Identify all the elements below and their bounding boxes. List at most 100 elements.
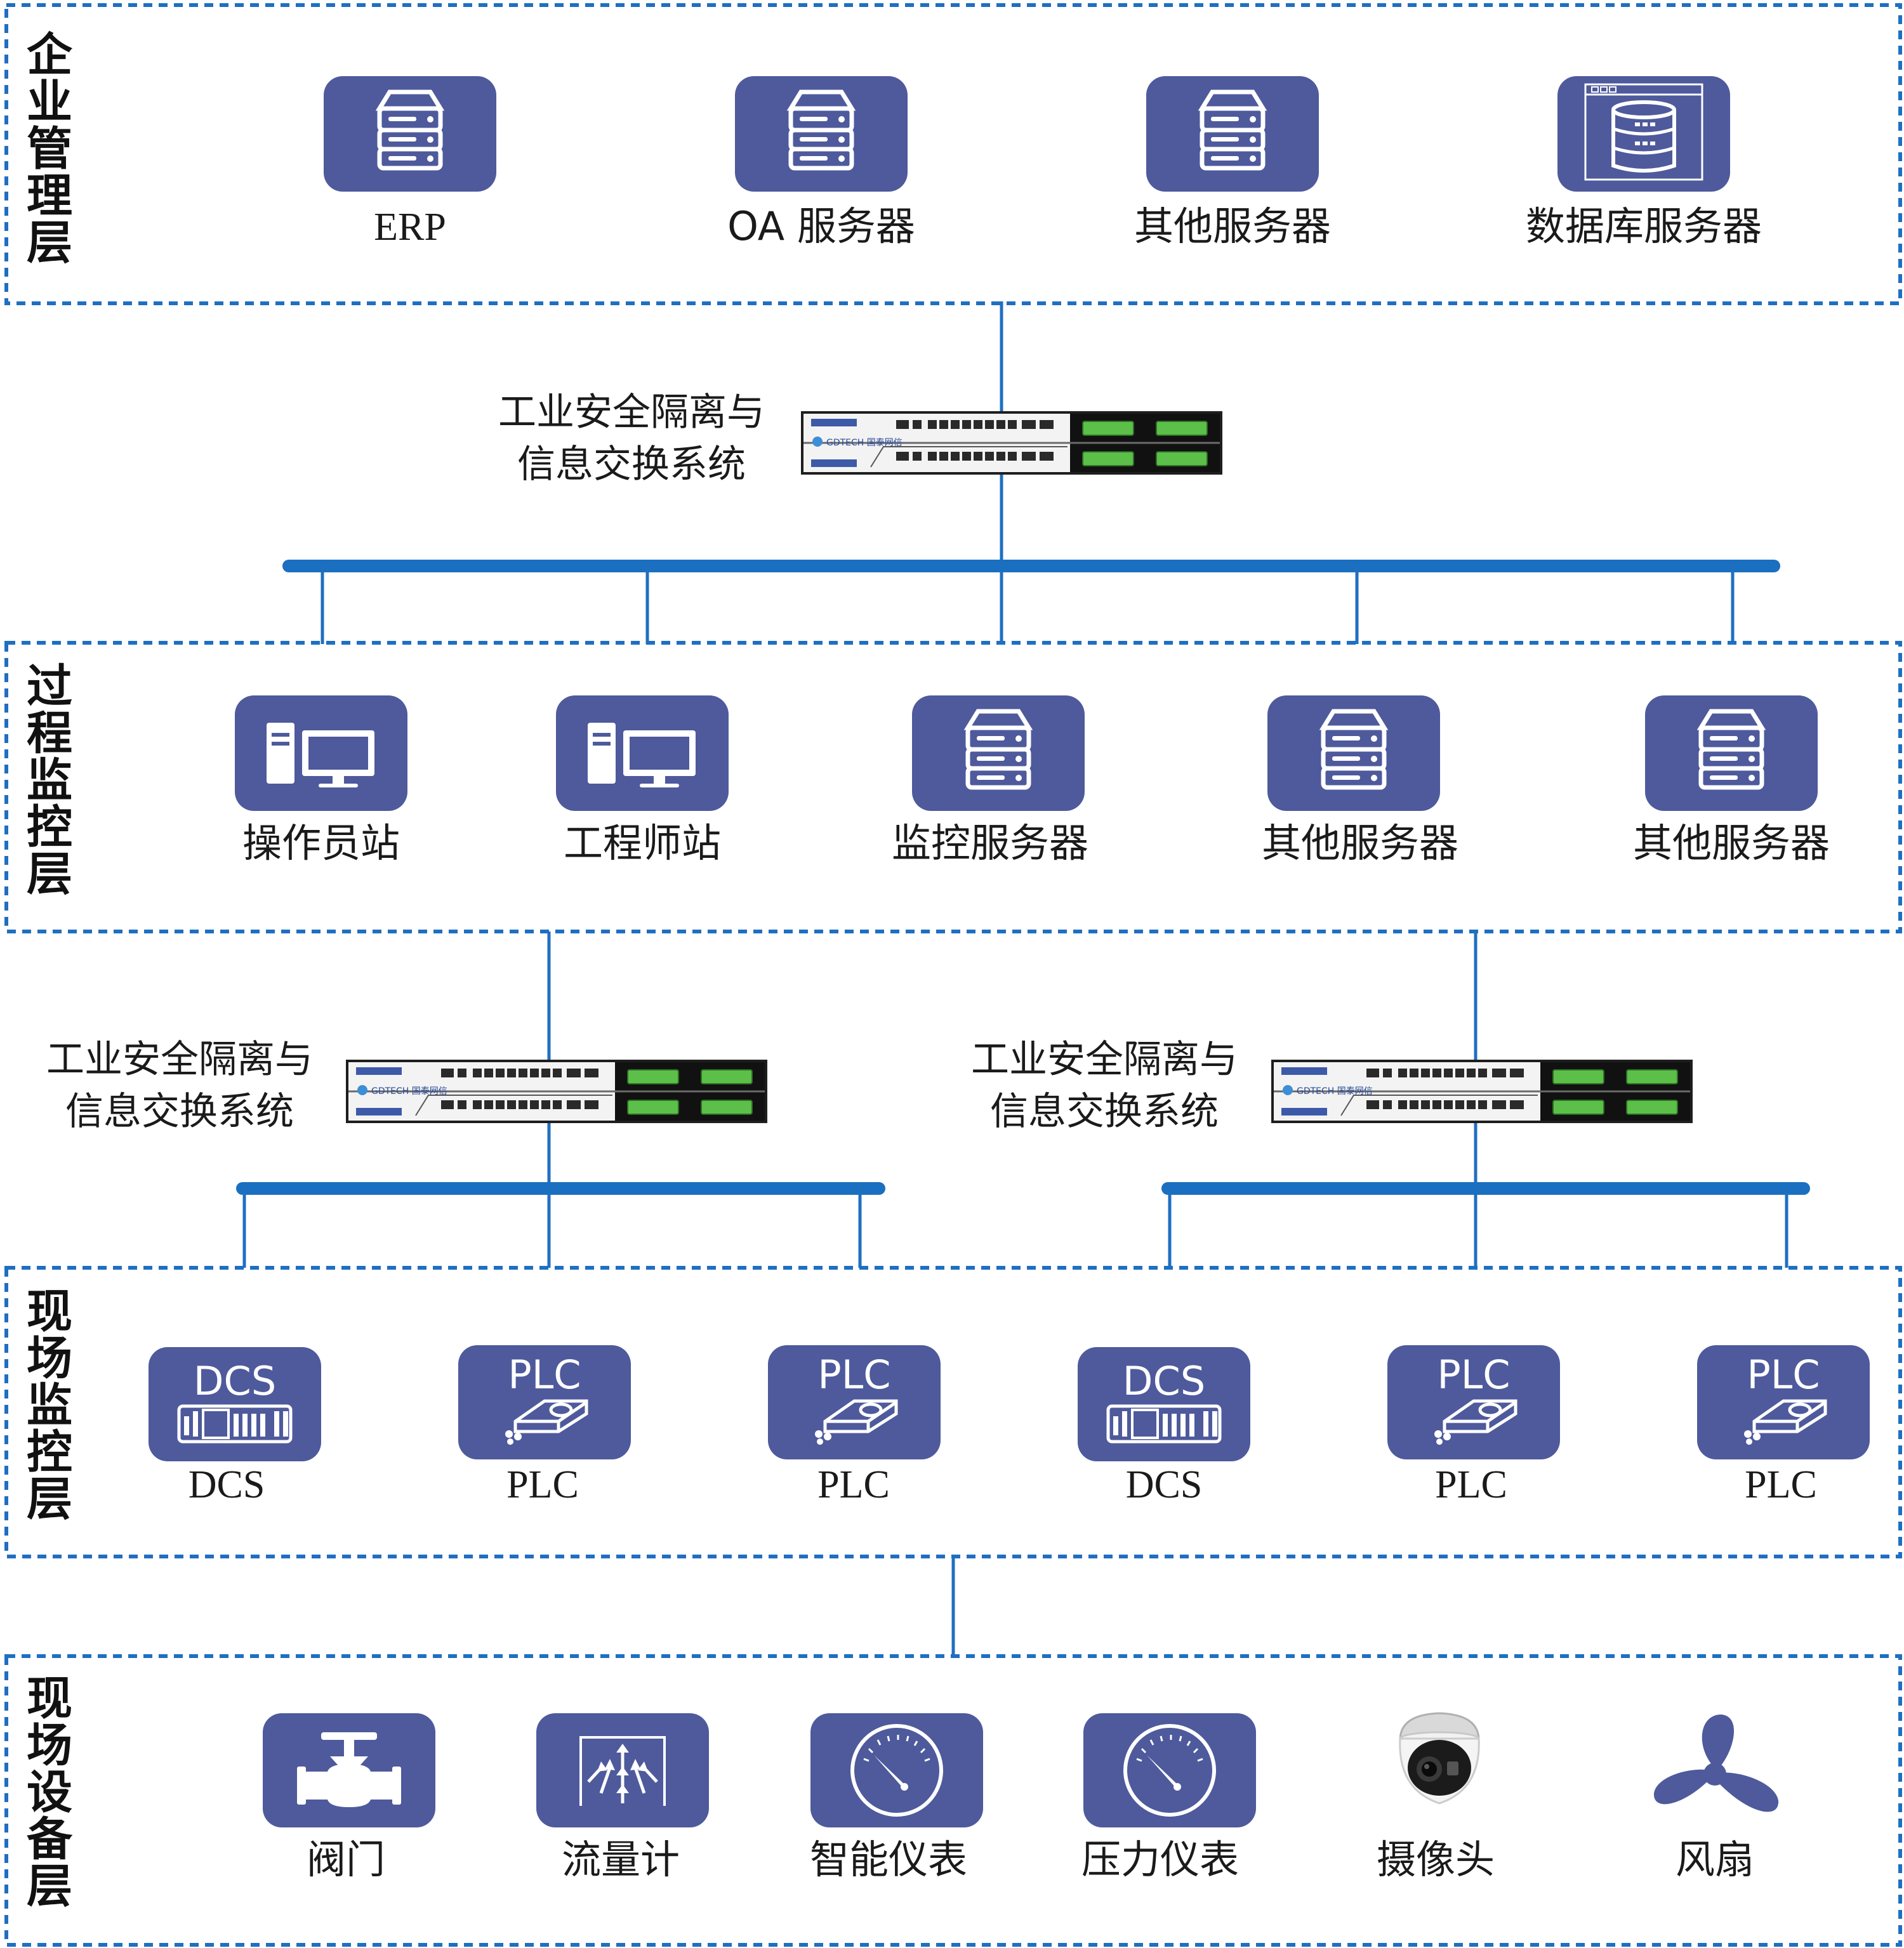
camera-icon [1399,1712,1480,1805]
node-tile [1083,1713,1256,1827]
layer-box [4,641,1902,933]
layer-label: 过程监控层 [27,660,72,901]
node-dcs-2[interactable]: DCS DCS [1078,1347,1250,1506]
node-other-server[interactable]: 其他服务器 [1134,76,1331,249]
node-label: PLC [1435,1463,1507,1506]
node-monitor-server[interactable]: 监控服务器 [892,695,1088,866]
layer-label-char: 现 [27,1672,72,1725]
gateway-label-line1: 工业安全隔离与 [46,1037,313,1082]
node-camera[interactable]: 摄像头 [1377,1712,1495,1883]
node-flowmeter[interactable]: 流量计 [536,1713,709,1883]
layer-field-control: 现场监控层 [4,1266,1902,1558]
gateway-appliance-icon [800,410,1224,476]
node-fan[interactable]: 风扇 [1653,1714,1779,1883]
node-label: 阀门 [307,1836,385,1883]
node-valve[interactable]: 阀门 [263,1713,435,1883]
node-label: 压力仪表 [1081,1836,1239,1883]
gateway-appliance-icon [345,1058,769,1124]
node-tile [735,76,908,192]
layer-label-char: 场 [27,1332,72,1385]
gateway-label-line2: 信息交换系统 [65,1089,294,1134]
layer-box [4,1266,1902,1558]
layer-label-char: 现 [27,1285,72,1338]
node-database-server[interactable]: 数据库服务器 [1526,76,1762,249]
node-label: 智能仪表 [810,1836,967,1883]
node-tile [810,1713,983,1827]
layer-label-char: 层 [27,1473,72,1526]
layer-box [4,3,1902,305]
node-label: 流量计 [562,1836,680,1883]
connection-lines [236,301,1810,1656]
node-label: 操作员站 [242,820,400,866]
node-plc-1[interactable]: PLC PLC [458,1345,631,1506]
node-label: 摄像头 [1377,1836,1495,1883]
node-tile [1645,695,1818,811]
layer-enterprise: 企业管理层 [4,3,1902,305]
node-erp[interactable]: ERP [324,76,496,249]
node-tile [1267,695,1440,811]
layer-label: 企业管理层 [27,29,73,270]
layer-label-char: 层 [27,1860,72,1913]
layer-box [4,1654,1902,1947]
tile-text: PLC [1437,1352,1510,1398]
layer-label-char: 设 [27,1766,72,1819]
node-tile [324,76,496,192]
node-label: 风扇 [1676,1836,1754,1883]
layer-label-char: 层 [27,216,72,270]
node-tile [1146,76,1319,192]
layer-process: 过程监控层 [4,641,1902,933]
node-label: DCS [1126,1463,1203,1506]
layer-label-char: 监 [27,1379,72,1432]
node-other-server-2[interactable]: 其他服务器 [1262,695,1458,866]
fan-icon [1653,1714,1779,1812]
layer-label-char: 企 [27,29,73,82]
gateway-label-line1: 工业安全隔离与 [498,390,765,435]
node-pressure-meter[interactable]: 压力仪表 [1081,1713,1256,1883]
tile-text: PLC [508,1352,581,1398]
node-label: 其他服务器 [1633,820,1830,866]
gateway-right[interactable]: 工业安全隔离与 信息交换系统 [971,1037,1694,1134]
tile-text: DCS [194,1358,276,1404]
gateway-label-line2: 信息交换系统 [517,442,746,487]
node-plc-4[interactable]: PLC PLC [1697,1345,1870,1506]
node-tile [912,695,1085,811]
layer-label-char: 备 [27,1813,73,1866]
node-label: OA 服务器 [727,203,915,249]
node-dcs-1[interactable]: DCS DCS [149,1347,321,1506]
layer-label-char: 场 [27,1719,72,1772]
node-label: DCS [188,1463,265,1506]
layer-label: 现场监控层 [27,1285,72,1526]
layer-label-char: 层 [27,848,72,901]
node-label: 工程师站 [564,820,721,866]
tile-text: PLC [1747,1352,1820,1398]
node-operator-station[interactable]: 操作员站 [235,695,407,866]
node-other-server-3[interactable]: 其他服务器 [1633,695,1830,866]
node-smart-meter[interactable]: 智能仪表 [810,1713,983,1883]
node-label: PLC [506,1463,579,1506]
gateway-appliance-icon [1270,1058,1694,1124]
layer-label-char: 管 [27,122,72,176]
node-oa-server[interactable]: OA 服务器 [727,76,915,249]
node-plc-2[interactable]: PLC PLC [768,1345,941,1506]
node-label: 其他服务器 [1134,203,1331,249]
node-plc-3[interactable]: PLC PLC [1387,1345,1560,1506]
layer-label-char: 程 [27,707,72,760]
node-label: 监控服务器 [892,820,1088,866]
layer-label-char: 控 [27,1426,72,1479]
tile-text: PLC [817,1352,890,1398]
node-engineer-station[interactable]: 工程师站 [556,695,729,866]
node-label: 其他服务器 [1262,820,1458,866]
gateway-left[interactable]: 工业安全隔离与 信息交换系统 [46,1037,769,1134]
tile-text: DCS [1123,1358,1205,1404]
layer-label-char: 业 [27,76,72,129]
node-label: 数据库服务器 [1526,203,1762,249]
layer-label-char: 过 [27,660,72,713]
node-label: PLC [1745,1463,1817,1506]
layer-label-char: 监 [27,754,72,807]
gateway-top[interactable]: 工业安全隔离与 信息交换系统 [498,390,1224,487]
layer-label-char: 控 [27,801,72,854]
layer-label-char: 理 [27,169,72,223]
layer-label: 现场设备层 [27,1672,73,1913]
node-label: PLC [817,1463,890,1506]
